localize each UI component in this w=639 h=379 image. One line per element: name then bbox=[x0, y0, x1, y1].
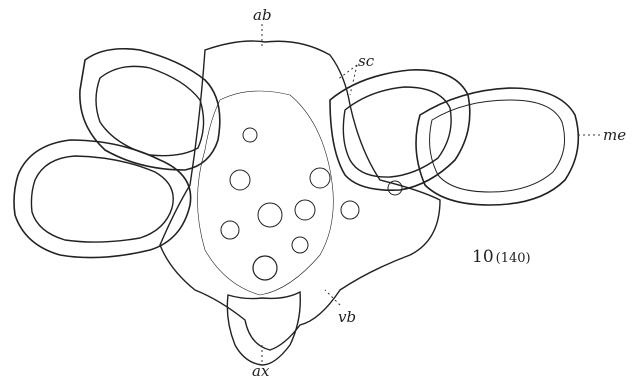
far-right-wing bbox=[416, 88, 578, 205]
right-wing bbox=[330, 70, 470, 190]
label-vb: vb bbox=[338, 308, 356, 326]
label-sc: sc bbox=[358, 52, 375, 70]
left-upper-wing bbox=[80, 49, 220, 170]
leader-lines bbox=[262, 24, 600, 362]
plate-number: 10(140) bbox=[472, 247, 531, 267]
label-me: me bbox=[603, 126, 626, 144]
label-ax: ax bbox=[252, 362, 270, 379]
lower-lobe bbox=[227, 292, 300, 365]
label-ab: ab bbox=[253, 6, 272, 24]
vascular-vessels bbox=[221, 128, 402, 280]
left-lower-wing bbox=[14, 140, 191, 258]
